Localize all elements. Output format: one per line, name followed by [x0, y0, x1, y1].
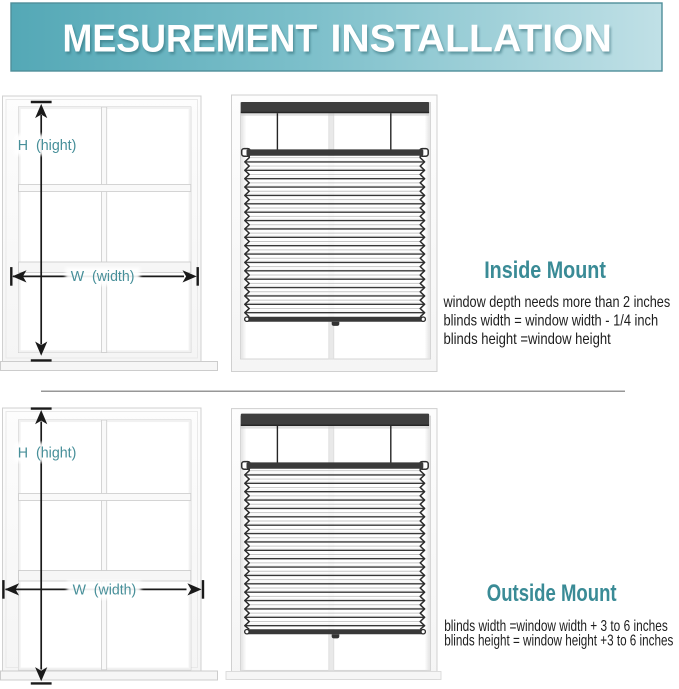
svg-text:blinds width =window width + 3: blinds width =window width + 3 to 6 inch…	[444, 616, 668, 634]
svg-text:MESUREMENT: MESUREMENT	[63, 16, 318, 60]
svg-text:Outside Mount: Outside Mount	[487, 580, 617, 607]
svg-text:INSTALLATION: INSTALLATION	[332, 20, 613, 63]
svg-text:H (hight): H (hight)	[18, 138, 77, 154]
svg-text:MESUREMENT: MESUREMENT	[64, 18, 319, 62]
svg-text:blinds height = window height: blinds height = window height +3 to 6 in…	[444, 631, 673, 649]
svg-text:H (hight): H (hight)	[18, 445, 77, 461]
svg-text:window depth needs more than 2: window depth needs more than 2 inches	[443, 293, 671, 311]
svg-text:blinds width = window width -: blinds width = window width - 1/4 inch	[444, 312, 659, 330]
svg-text:W (width): W (width)	[73, 583, 137, 599]
svg-text:blinds height =window height: blinds height =window height	[444, 331, 611, 349]
svg-text:Inside Mount: Inside Mount	[484, 256, 606, 283]
svg-text:W (width): W (width)	[71, 269, 135, 285]
svg-text:INSTALLATION: INSTALLATION	[331, 18, 612, 61]
